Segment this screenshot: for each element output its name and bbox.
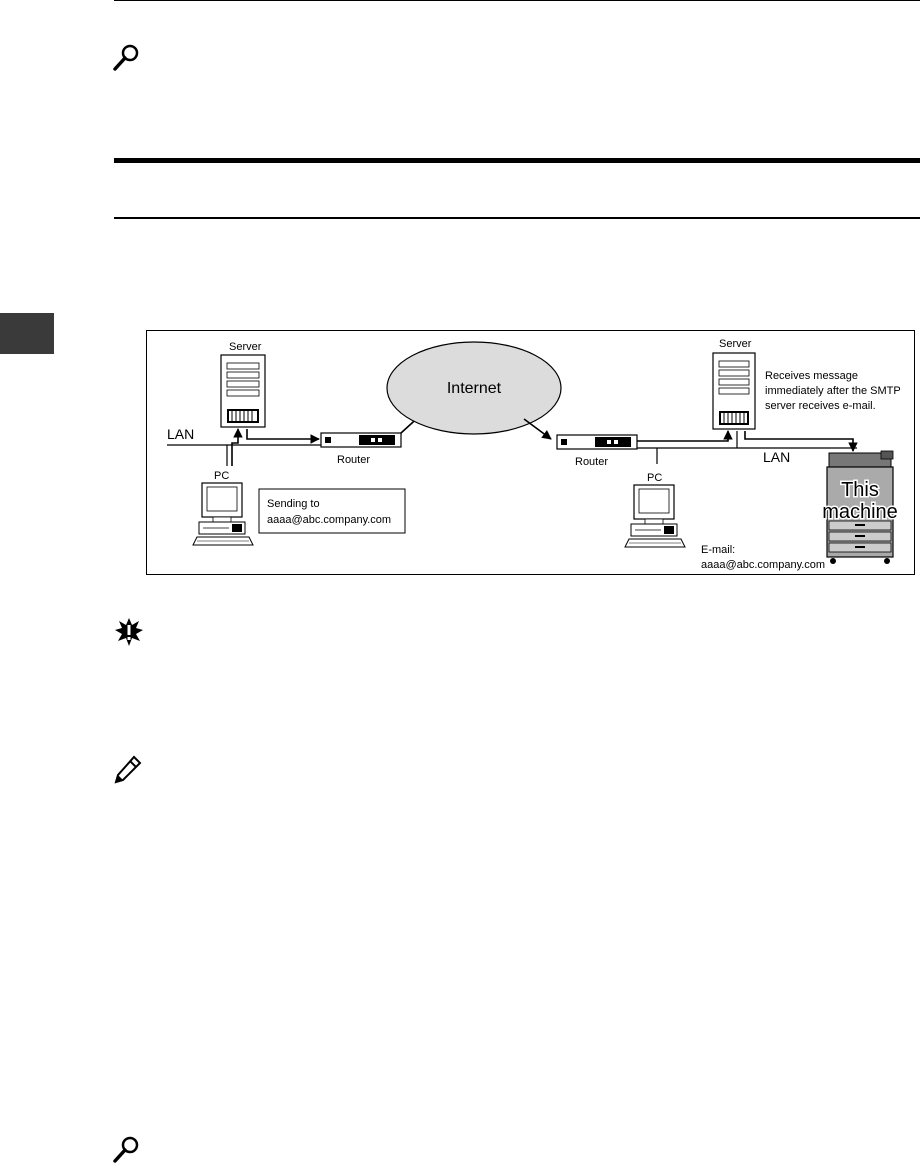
right-pc-label: PC: [647, 472, 662, 484]
right-router-icon: [556, 434, 638, 450]
router-to-server-arrow: [637, 430, 733, 442]
right-lan-label: LAN: [763, 449, 790, 465]
sending-to-line2: aaaa@abc.company.com: [267, 514, 391, 526]
left-server-icon: [220, 354, 266, 428]
section-heading-rule-bottom: [114, 217, 920, 219]
sending-to-box: [258, 488, 406, 534]
receives-line3: server receives e-mail.: [765, 400, 876, 412]
server-to-router-arrow: [246, 429, 320, 444]
this-machine-icon: [826, 450, 894, 564]
pencil-icon: [114, 755, 142, 784]
server-to-machine-arrow: [744, 431, 858, 452]
email-line1: E-mail:: [701, 544, 735, 556]
pc-to-server-arrow: [231, 428, 243, 466]
receives-line1: Receives message: [765, 370, 858, 382]
right-router-label: Router: [575, 456, 608, 468]
section-heading-rule-top: [114, 158, 920, 163]
left-router-icon: [320, 432, 402, 448]
email-line2: aaaa@abc.company.com: [701, 559, 825, 571]
chapter-tab: [0, 313, 54, 354]
important-burst-icon: [115, 618, 143, 646]
receives-line2: immediately after the SMTP: [765, 385, 901, 397]
magnifier-icon: [113, 1136, 139, 1163]
sending-to-line1: Sending to: [267, 498, 320, 510]
left-server-label: Server: [229, 341, 262, 353]
internet-label: Internet: [447, 380, 502, 397]
left-lan-label: LAN: [167, 426, 194, 442]
network-diagram-svg: Server LAN PC: [167, 338, 901, 571]
right-pc-icon: [624, 484, 686, 548]
left-router-label: Router: [337, 454, 370, 466]
left-pc-label: PC: [214, 470, 229, 482]
machine-line2: machine: [822, 501, 898, 523]
machine-line1: This: [841, 479, 879, 501]
network-diagram: Server LAN PC: [146, 330, 915, 575]
right-server-icon: [712, 352, 756, 430]
left-pc-icon: [192, 482, 254, 546]
magnifier-icon: [113, 44, 139, 71]
internet-to-router-arrow: [523, 418, 552, 440]
right-server-label: Server: [719, 338, 752, 350]
internet-cloud: [386, 341, 562, 435]
top-rule: [114, 0, 920, 1]
